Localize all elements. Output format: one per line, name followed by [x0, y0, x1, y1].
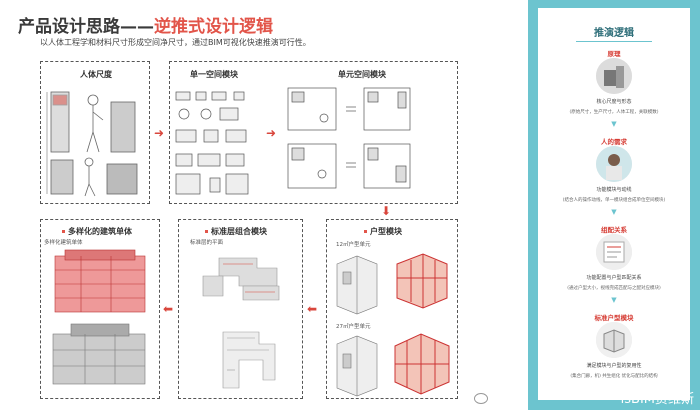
step-image: [596, 146, 632, 182]
step-image: [596, 322, 632, 358]
step-label: 标准户型模块: [594, 314, 634, 322]
single-module-label: 单一空间模块: [190, 70, 238, 79]
diverse-building-label: 多样化的建筑单体: [62, 226, 132, 237]
unit-type-note-27: 27㎡户型单元: [336, 324, 371, 330]
floorplan-image-icon: [596, 322, 632, 358]
standard-floor-note: 标准层的平面: [190, 240, 224, 246]
standard-floor-box: [178, 219, 303, 399]
furniture-image-icon: [596, 58, 632, 94]
arrow-right-1: ➜: [154, 126, 165, 140]
unit-module-label: 单元空间模块: [338, 70, 386, 79]
human-scale-drawing: [46, 91, 138, 197]
module-box: [169, 61, 458, 204]
step-image: [596, 58, 632, 94]
title-main: 产品设计思路——: [18, 17, 154, 37]
standard-floor-drawing: [202, 257, 280, 389]
module-drawing: [175, 87, 411, 195]
page-subtitle: 以人体工程学和材料尺寸形成空间净尺寸，通过BIM可视化快速推演可行性。: [40, 38, 311, 47]
human-scale-label: 人体尺度: [80, 70, 112, 79]
standard-floor-label: 标准层组合模块: [205, 226, 267, 237]
step-label: 人的需求: [601, 138, 627, 146]
watermark: isBIM贾维斯: [620, 392, 694, 407]
step-label: 原理: [607, 50, 621, 58]
arrow-right-2: ➜: [266, 126, 277, 140]
person-image-icon: [596, 146, 632, 182]
step-desc: 功能模块与动线: [596, 187, 632, 193]
unit-type-label: 户型模块: [364, 226, 402, 237]
diverse-building-note: 多样化建筑单体: [44, 240, 83, 246]
panel-title: 推演逻辑: [594, 28, 634, 39]
diverse-building-box: [40, 219, 160, 399]
title-emphasis: 逆推式设计逻辑: [154, 17, 273, 37]
step-arrow-icon: ▼: [611, 120, 617, 128]
step-arrow-icon: ▼: [611, 296, 617, 304]
step-label: 组配关系: [601, 226, 627, 234]
standard-floor-label-text: 标准层组合模块: [211, 227, 267, 236]
step-desc: 核心尺度与形态: [596, 99, 632, 105]
diverse-building-label-text: 多样化的建筑单体: [68, 227, 132, 236]
arrow-left-2: ⬅: [307, 302, 318, 316]
unit-type-drawing: [336, 253, 450, 397]
step-detail: (通过户型大小，视线完成匹配与之配对应模块): [567, 286, 661, 291]
diverse-building-drawing: [52, 249, 146, 385]
page-title: 产品设计思路——逆推式设计逻辑: [18, 12, 273, 37]
human-scale-box: [40, 61, 150, 204]
panel-title-divider: [576, 41, 652, 42]
step-detail: (原始尺寸，生产尺寸，人体工程，关联模数): [569, 110, 659, 115]
step-arrow-icon: ▼: [611, 208, 617, 216]
step-detail: (集合门廊，机) 共生组化 优化与配比的结构: [570, 374, 658, 379]
weibo-logo-icon: [474, 393, 488, 404]
step-desc: 功能配置与户型匹配关系: [586, 275, 642, 281]
unit-type-box: [326, 219, 458, 399]
deduction-card: 推演逻辑 原理 核心尺度与形态 (原始尺寸，生产尺寸，人体工程，关联模数) ▼ …: [538, 8, 690, 400]
unit-type-note-12: 12㎡户型单元: [336, 242, 371, 248]
deduction-panel: 推演逻辑 原理 核心尺度与形态 (原始尺寸，生产尺寸，人体工程，关联模数) ▼ …: [528, 0, 700, 410]
arrow-down: ⬇: [381, 204, 392, 218]
document-image-icon: [596, 234, 632, 270]
step-image: [596, 234, 632, 270]
step-desc: 满足模块与户型的复用性: [586, 363, 642, 369]
arrow-left-1: ⬅: [163, 302, 174, 316]
unit-type-label-text: 户型模块: [370, 227, 402, 236]
step-detail: (结合人的操作动线，单一模块组合成单位空间模块): [562, 198, 666, 203]
